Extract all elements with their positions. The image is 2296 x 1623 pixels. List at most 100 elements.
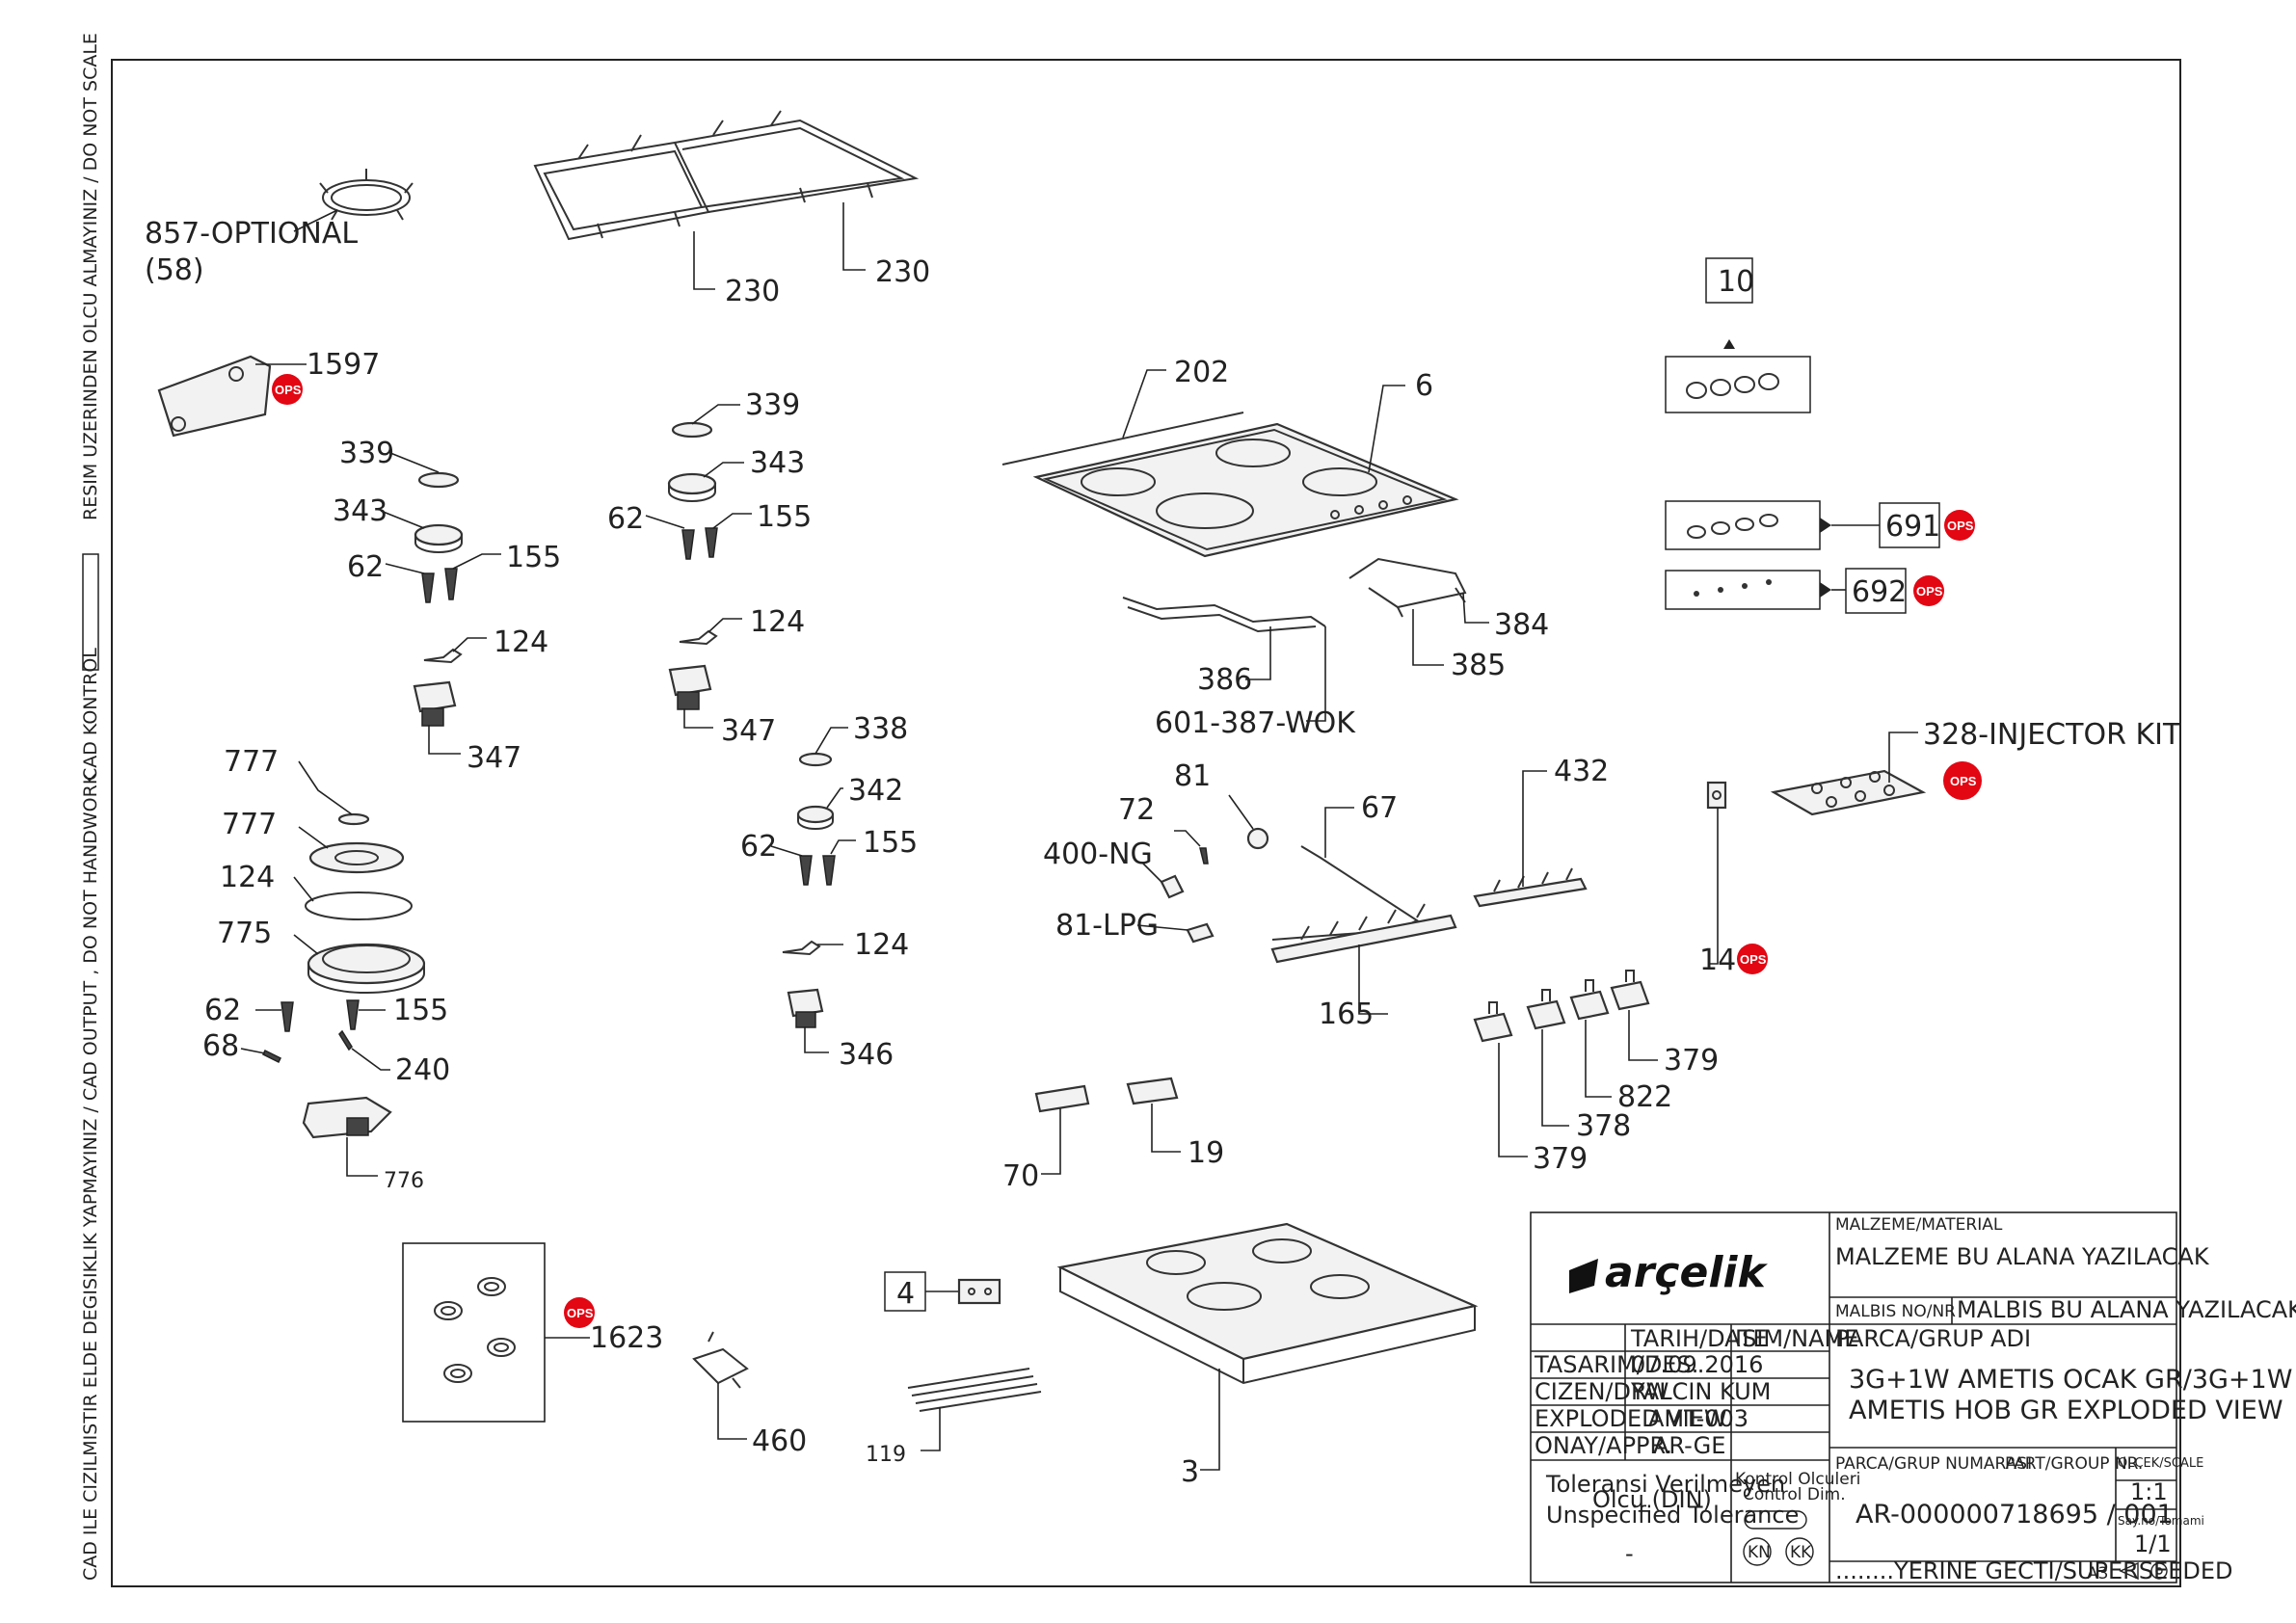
- ops-badges: OPS OPS OPS OPS OPS OPS: [272, 374, 1982, 1328]
- label-230-right: 230: [875, 255, 930, 289]
- label-b1-62: 62: [347, 550, 384, 584]
- design-date: 07.09.2016: [1631, 1351, 1763, 1378]
- label-b1-124: 124: [494, 625, 548, 659]
- gas-valves-parts: 379 378 822 379: [1473, 970, 1719, 1176]
- group-number-header: PARCA/GRUP NUMARASI: [1835, 1454, 2032, 1474]
- knob-set-692: 692: [1665, 568, 1907, 614]
- label-b2-343: 343: [750, 446, 805, 480]
- label-777-outer: 777: [222, 808, 277, 841]
- cad-control-box: [82, 553, 99, 671]
- label-691: 691: [1885, 510, 1940, 544]
- label-67: 67: [1361, 791, 1398, 825]
- brand-logo-icon: [1569, 1259, 1598, 1293]
- svg-text:OPS: OPS: [1947, 519, 1974, 533]
- part-number: AR-000000718695 / 001: [1855, 1500, 2174, 1530]
- drawing-border: [111, 59, 2181, 1587]
- label-119: 119: [866, 1443, 906, 1467]
- sheet-header: Say.no/Tomami: [2118, 1514, 2204, 1528]
- tolerance-line-1: Toleransi Verilmeyen: [1545, 1471, 1785, 1498]
- label-378: 378: [1576, 1109, 1631, 1143]
- label-202: 202: [1174, 356, 1229, 389]
- label-b3-124: 124: [854, 928, 909, 962]
- tolerance-line-4: -: [1625, 1540, 1634, 1567]
- ops-badge-1597: OPS: [272, 374, 303, 405]
- control-dim-line-2: Control Dim.: [1743, 1485, 1846, 1504]
- label-379-a: 379: [1533, 1142, 1588, 1176]
- label-432: 432: [1554, 755, 1609, 788]
- glass-top-part: 202 6: [1001, 356, 1459, 558]
- label-b1-155: 155: [506, 541, 561, 574]
- label-3: 3: [1181, 1455, 1199, 1489]
- label-776: 776: [384, 1169, 424, 1193]
- projection-symbol-icon: [2119, 1561, 2168, 1581]
- label-81-lpg: 81-LPG: [1055, 909, 1159, 943]
- label-777-inner: 777: [224, 745, 279, 779]
- gas-rail-parts: 81 72 400-NG 81-LPG 67 165 432: [1043, 755, 1609, 1031]
- burner-1-parts: 339 343 62 155 124 347: [333, 437, 561, 775]
- material-header: MALZEME/MATERIAL: [1835, 1215, 2003, 1235]
- ops-badge-692: OPS: [1913, 575, 1944, 606]
- tolerance-line-3: Unspecified Tolerance: [1546, 1502, 1799, 1529]
- knob-kit-10: 10: [1665, 257, 1811, 413]
- ops-badge-1623: OPS: [564, 1297, 595, 1328]
- label-b2-155: 155: [757, 500, 812, 534]
- label-385: 385: [1451, 649, 1506, 682]
- kn-stamp: KN: [1748, 1543, 1771, 1562]
- drawn-by: YALCIN KUM: [1630, 1378, 1771, 1405]
- kn-stamp-icon: [1743, 1537, 1772, 1566]
- malbis-header: MALBIS NO/NR: [1835, 1302, 1956, 1321]
- svg-text:OPS: OPS: [1950, 774, 1977, 788]
- pan-supports-part: 230 230: [533, 110, 930, 308]
- approval-value: AR-GE: [1653, 1432, 1725, 1459]
- view-code: AMT-003: [1648, 1405, 1749, 1432]
- title-block-text: arçelik MALZEME/MATERIAL MALZEME BU ALAN…: [1534, 1215, 2296, 1584]
- label-384: 384: [1494, 608, 1549, 642]
- malbis-value: MALBIS BU ALANA YAZILACAK: [1957, 1296, 2296, 1323]
- gas-pipes-part: 386 601-387-WOK 385 384: [1122, 557, 1549, 740]
- feet-set-1623: 1623: [402, 1242, 663, 1423]
- label-400-ng: 400-NG: [1043, 838, 1153, 871]
- drawn-label: CIZEN/DRW: [1535, 1378, 1669, 1405]
- label-6: 6: [1415, 369, 1433, 403]
- ops-badge-691: OPS: [1944, 510, 1975, 541]
- label-68: 68: [202, 1029, 239, 1063]
- wok-burner-parts: 777 777 124 775 62 155 68 240 776: [202, 745, 450, 1193]
- side-notes: RESIM UZERINDEN OLCU ALMAYINIZ / DO NOT …: [80, 33, 101, 1581]
- tolerance-line-2: Olcu (DIN): [1592, 1486, 1712, 1513]
- deflector-part: 1597: [157, 348, 380, 438]
- label-692: 692: [1852, 575, 1907, 609]
- wok-ring-part: 857-OPTIONAL (58): [145, 169, 414, 287]
- label-857: 857-OPTIONAL: [145, 217, 358, 251]
- label-b3-62: 62: [740, 830, 777, 864]
- approval-label: ONAY/APPR.: [1535, 1432, 1672, 1459]
- burner-2-parts: 339 343 62 155 124 347: [607, 388, 812, 748]
- burner-3-parts: 338 342 62 155 124 346: [740, 712, 918, 1072]
- label-81: 81: [1174, 759, 1211, 793]
- clamp-460-part: 460: [692, 1331, 807, 1458]
- label-460: 460: [752, 1424, 807, 1458]
- spring-119-part: 119: [866, 1368, 1042, 1467]
- label-822: 822: [1617, 1080, 1672, 1114]
- label-230-left: 230: [725, 275, 780, 308]
- scale-value: 1:1: [2130, 1478, 2168, 1505]
- brand-name: arçelik: [1605, 1248, 1768, 1297]
- name-header: ISIM/NAME: [1735, 1325, 1858, 1352]
- kk-stamp-icon: [1785, 1537, 1814, 1566]
- hob-body-part: 3: [1056, 1222, 1479, 1489]
- label-19: 19: [1188, 1136, 1224, 1170]
- label-240: 240: [395, 1053, 450, 1087]
- kk-stamp: KK: [1790, 1543, 1812, 1562]
- label-b3-346: 346: [839, 1038, 894, 1072]
- label-775: 775: [217, 917, 272, 950]
- side-note-cad-output: CAD ILE CIZILMISTIR ELDE DEGISIKLIK YAPM…: [80, 772, 101, 1581]
- rating-label-4: 4: [884, 1271, 1001, 1312]
- label-10: 10: [1718, 265, 1754, 299]
- side-note-do-not-scale: RESIM UZERINDEN OLCU ALMAYINIZ / DO NOT …: [80, 33, 101, 520]
- label-155-wok: 155: [393, 994, 448, 1027]
- label-b1-339: 339: [339, 437, 394, 470]
- label-b3-342: 342: [848, 774, 903, 808]
- paper-size: A3: [2087, 1564, 2108, 1583]
- design-label: TASARIM/DES.: [1534, 1351, 1698, 1378]
- label-386: 386: [1197, 663, 1252, 697]
